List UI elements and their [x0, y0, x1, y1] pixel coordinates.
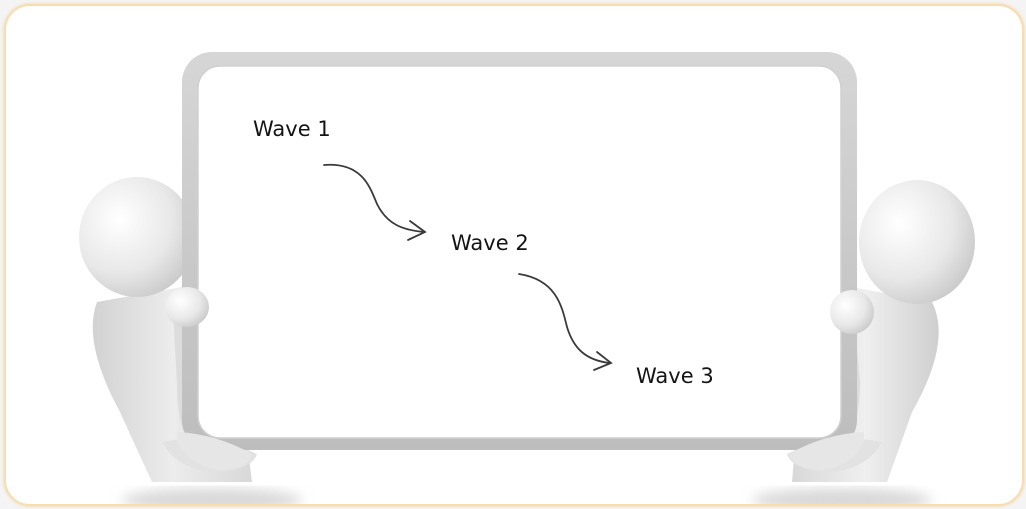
whiteboard-scene: [79, 52, 975, 504]
arrow-wave2-to-wave3: [518, 273, 613, 371]
arrow-wave1-to-wave2: [323, 164, 427, 241]
image-frame: Wave 1 Wave 2 Wave 3: [4, 4, 1024, 506]
wave-2-label: Wave 2: [451, 231, 529, 255]
whiteboard: [182, 52, 857, 450]
wave-1-label: Wave 1: [253, 117, 331, 141]
wave-3-label: Wave 3: [636, 364, 714, 388]
right-hands: [789, 290, 874, 470]
left-hands: [165, 287, 252, 470]
